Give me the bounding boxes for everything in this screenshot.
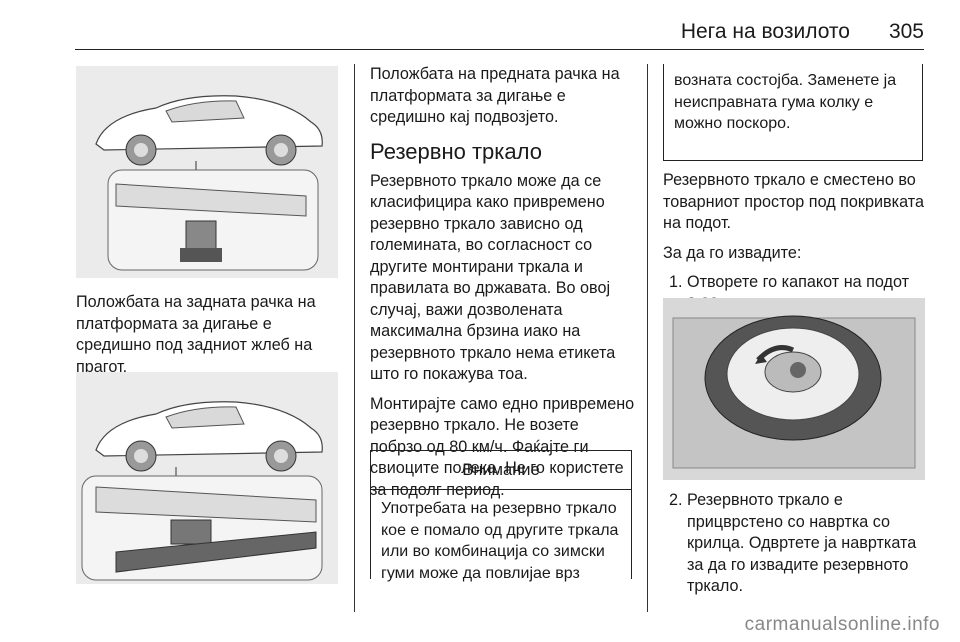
step-number: 2. (669, 491, 683, 509)
column-3: Резервното тркало е сместено во товарнио… (663, 170, 928, 321)
front-jack-text: Положбата на предната рачка на платформа… (370, 65, 620, 126)
warning-continued-text: возната состојба. Заменете ја неисправна… (674, 72, 897, 132)
car-jack-front-illustration (81, 401, 323, 581)
figure-front-jack (76, 372, 338, 584)
caption-rear-jack: Положбата на задната рачка на платформат… (76, 293, 316, 376)
column-2: Положбата на предната рачка на платформа… (370, 64, 635, 509)
section-heading: Резервно тркало (370, 138, 542, 164)
page-title: Нега на возилото (680, 20, 850, 43)
page-header: Нега на возилото 305 (0, 0, 960, 52)
warning-title: Внимание (371, 451, 631, 490)
step-text: Резервното тркало е прицврстено со наврт… (687, 491, 917, 595)
spare-location-text: Резервното тркало е сместено во товарнио… (663, 171, 924, 232)
page-number: 305 (888, 20, 924, 43)
column-divider-1 (354, 64, 355, 612)
removal-intro: За да го извадите: (663, 243, 802, 262)
step-text: Отворете го капакот на подот (687, 273, 910, 291)
figure-spare-wheel (663, 298, 925, 480)
warning-box-continued: возната состојба. Заменете ја неисправна… (663, 64, 923, 161)
car-jack-illustration (95, 95, 323, 271)
watermark: carmanualsonline.info (744, 614, 940, 635)
warning-text: Употребата на резервно тркало кое е пома… (381, 500, 619, 582)
figure-rear-jack (76, 66, 338, 278)
step-item: 2. Резервното тркало е прицврстено со на… (663, 490, 928, 598)
header-rule (75, 49, 924, 50)
column-3-lower: 2. Резервното тркало е прицврстено со на… (663, 490, 928, 604)
column-1: Положбата на задната рачка на платформат… (76, 292, 342, 386)
spare-wheel-illustration (663, 298, 925, 480)
column-divider-2 (647, 64, 648, 612)
step-list-2: 2. Резервното тркало е прицврстено со на… (663, 490, 928, 598)
step-number: 1. (669, 273, 683, 291)
spare-wheel-paragraph-1: Резервното тркало може да се класифицира… (370, 171, 616, 384)
warning-box: Внимание Употребата на резервно тркало к… (370, 450, 632, 582)
